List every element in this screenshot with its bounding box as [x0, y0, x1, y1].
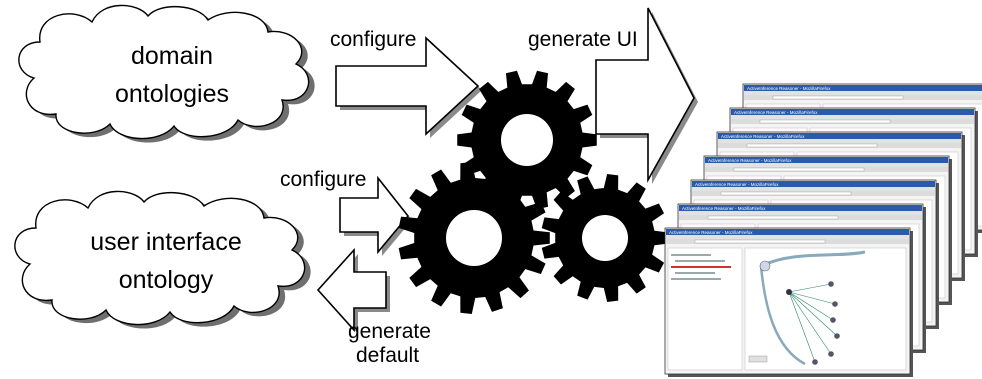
graph-node — [834, 333, 840, 339]
graph-node — [832, 301, 838, 307]
configure-arrow-top: configure — [330, 28, 482, 138]
domain-cloud-line1: domain — [131, 42, 213, 70]
configure-top-label: configure — [330, 28, 416, 51]
graph-node — [786, 289, 792, 295]
generate-ui-arrow: generate UI — [528, 7, 698, 184]
window-title: ActiveInference Reasoner - MozillaFirefo… — [734, 110, 818, 115]
generate-default-label-line2: default — [356, 344, 419, 367]
configure-bottom-label: configure — [280, 168, 366, 191]
ui-cloud-line1: user interface — [90, 228, 241, 256]
generate-ui-label: generate UI — [528, 28, 638, 51]
generated-ui-screenshots: ActiveInference Reasoner - MozillaFirefo… — [664, 83, 982, 377]
window-title: ActiveInference Reasoner - MozillaFirefo… — [695, 182, 779, 187]
ui-cloud-line2: ontology — [119, 266, 214, 294]
gear-right-icon — [541, 174, 669, 302]
generate-default-arrow: generate default — [316, 247, 431, 367]
gears-group — [398, 70, 669, 314]
generate-default-label-line1: generate — [348, 320, 431, 343]
gear-left-icon — [398, 162, 550, 314]
window-title: ActiveInference Reasoner - MozillaFirefo… — [721, 134, 805, 139]
configure-arrow-bottom: configure — [280, 168, 412, 256]
user-interface-ontology-cloud: user interface ontology — [14, 190, 311, 329]
window-title: ActiveInference Reasoner - MozillaFirefo… — [747, 86, 831, 91]
window-title: ActiveInference Reasoner - MozillaFirefo… — [682, 206, 766, 211]
graph-node — [828, 351, 834, 357]
browser-window-screenshot: ActiveInference Reasoner - MozillaFirefo… — [664, 227, 913, 377]
domain-cloud-line2: ontologies — [115, 80, 229, 108]
graph-node — [812, 359, 818, 365]
window-title: ActiveInference Reasoner - MozillaFirefo… — [708, 158, 792, 163]
graph-node — [830, 317, 836, 323]
graph-node — [828, 281, 834, 287]
domain-ontologies-cloud: domain ontologies — [18, 4, 315, 143]
window-title: ActiveInference Reasoner - MozillaFirefo… — [669, 230, 753, 235]
